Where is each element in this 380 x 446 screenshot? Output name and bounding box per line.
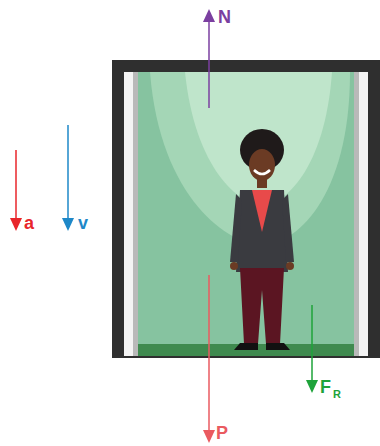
resultant-force-vector [311, 305, 313, 382]
passenger-figure [230, 129, 294, 350]
elevator-frame [112, 60, 380, 358]
force-label: P [216, 424, 228, 442]
vector-label: a [24, 214, 34, 232]
force-label: N [218, 8, 231, 26]
arrow-head [10, 218, 22, 231]
door-strip [354, 72, 359, 356]
door-strip [124, 72, 133, 356]
force-label: F [320, 378, 331, 396]
door-strip [133, 72, 138, 356]
arrow-head [306, 380, 318, 393]
acceleration-vector [15, 150, 17, 220]
weight-vector [208, 275, 210, 432]
arrow-head [203, 430, 215, 443]
door-strip [359, 72, 368, 356]
elevator-floor [138, 344, 354, 356]
arrow-head [203, 9, 215, 22]
elevator-cabin [124, 72, 368, 356]
normal-force-vector [208, 20, 210, 108]
vector-label: v [78, 214, 88, 232]
subscript-label: R [333, 389, 341, 400]
spotlight-core [185, 72, 332, 205]
velocity-vector [67, 125, 69, 220]
arrow-head [62, 218, 74, 231]
